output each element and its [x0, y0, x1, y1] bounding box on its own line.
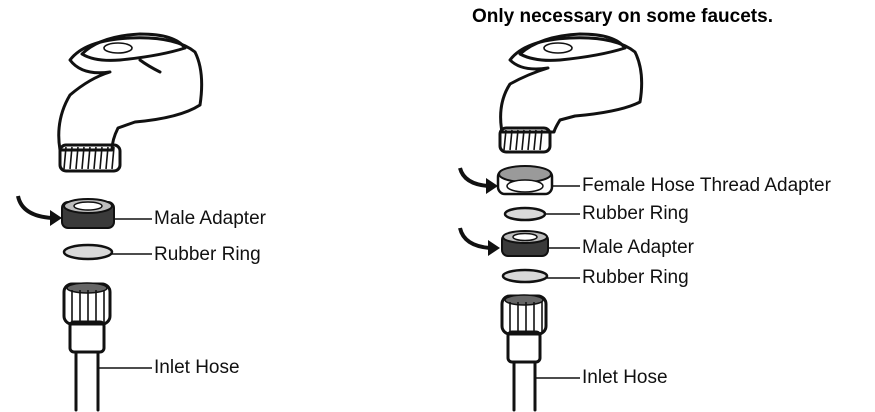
- left-rubber-ring: [64, 245, 112, 259]
- right-rotate-arrow-icon-1: [460, 168, 498, 194]
- right-male-adapter: [502, 231, 548, 256]
- right-rotate-arrow-icon-2: [460, 228, 500, 256]
- left-male-adapter: [62, 199, 114, 228]
- label-right-rubber-ring-2: Rubber Ring: [582, 267, 689, 289]
- left-faucet: [59, 34, 202, 171]
- left-rotate-arrow-icon: [18, 196, 62, 226]
- label-right-rubber-ring-1: Rubber Ring: [582, 203, 689, 225]
- label-right-male-adapter: Male Adapter: [582, 237, 694, 259]
- label-left-inlet-hose: Inlet Hose: [154, 357, 240, 379]
- right-rubber-ring-2: [503, 270, 547, 282]
- right-faucet: [500, 34, 642, 152]
- right-female-adapter: [498, 166, 552, 194]
- right-rubber-ring-1: [505, 208, 545, 220]
- right-inlet-hose: [502, 295, 546, 410]
- left-inlet-hose: [64, 283, 110, 410]
- label-left-male-adapter: Male Adapter: [154, 208, 266, 230]
- label-left-rubber-ring: Rubber Ring: [154, 244, 261, 266]
- label-right-female-adapter: Female Hose Thread Adapter: [582, 175, 831, 197]
- label-right-inlet-hose: Inlet Hose: [582, 367, 668, 389]
